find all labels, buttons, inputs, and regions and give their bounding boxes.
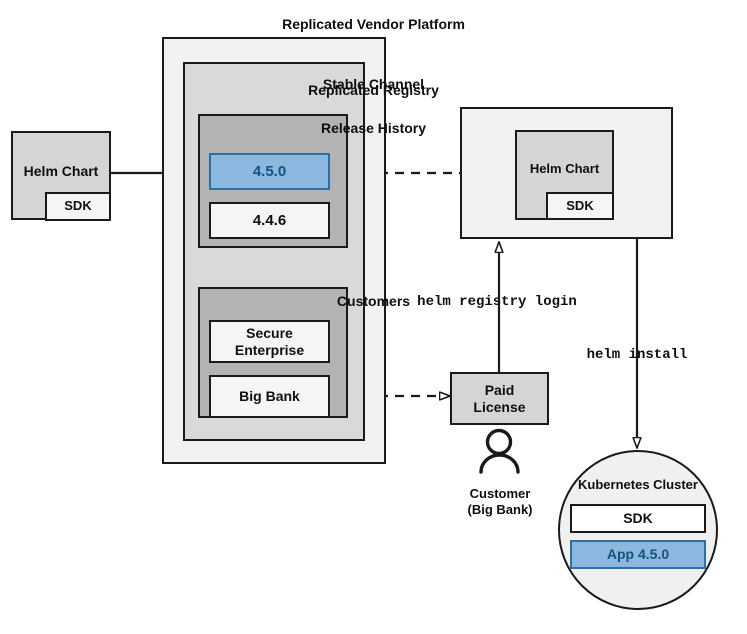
vendor-platform-title: Replicated Vendor Platform (282, 16, 465, 32)
registry-sdk-box[interactable]: SDK (546, 192, 614, 220)
customers-label: Customers (336, 293, 411, 309)
registry-title: Replicated Registry (308, 82, 439, 98)
customer-item-big-bank[interactable]: Big Bank (209, 375, 330, 418)
customer-actor-label: Customer (Big Bank) (440, 486, 560, 517)
cluster-sdk-box[interactable]: SDK (570, 504, 706, 533)
customer-actor-line2: (Big Bank) (467, 501, 533, 517)
customer-secure-line1: Secure (246, 325, 293, 342)
cluster-app-box[interactable]: App 4.5.0 (570, 540, 706, 569)
paid-license-line2: License (473, 398, 526, 415)
customer-actor-line1: Customer (469, 486, 531, 501)
release-item-4-4-6[interactable]: 4.4.6 (209, 202, 330, 239)
customer-item-secure-enterprise[interactable]: Secure Enterprise (209, 320, 330, 363)
source-sdk-box[interactable]: SDK (45, 192, 111, 221)
person-icon (479, 428, 520, 474)
paid-license-line1: Paid (484, 382, 515, 399)
paid-license-box[interactable]: Paid License (450, 372, 549, 425)
command-helm-registry-login: helm registry login (417, 294, 577, 310)
customer-secure-line2: Enterprise (234, 341, 305, 358)
kubernetes-cluster-label: Kubernetes Cluster (578, 477, 698, 492)
release-history-label: Release History (320, 120, 427, 136)
release-item-4-5-0[interactable]: 4.5.0 (209, 153, 330, 190)
stable-channel-label: Stable Channel (322, 76, 425, 92)
command-helm-install: helm install (586, 347, 688, 363)
